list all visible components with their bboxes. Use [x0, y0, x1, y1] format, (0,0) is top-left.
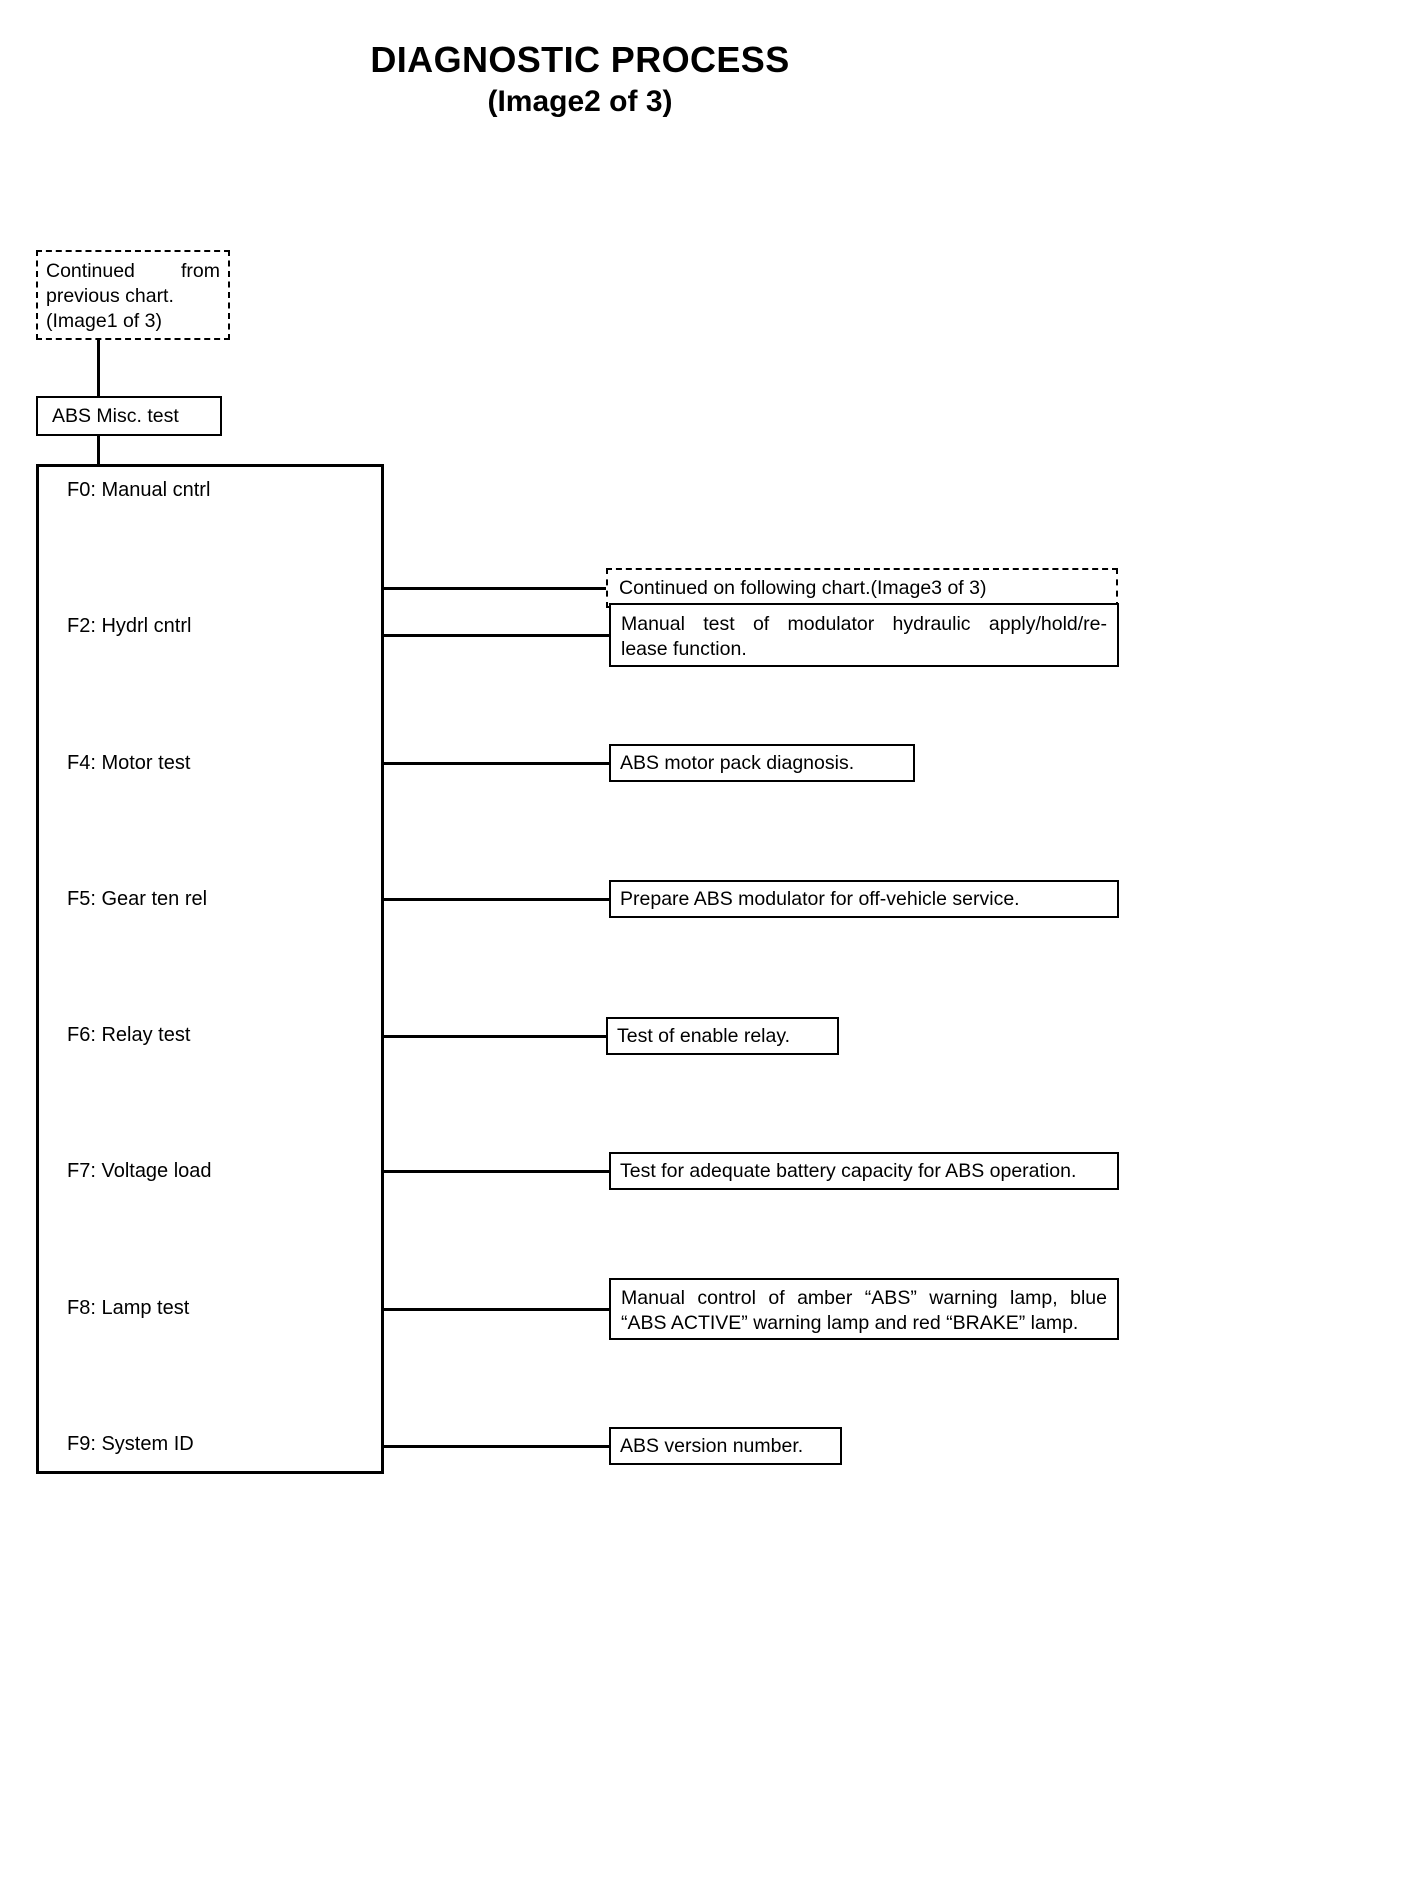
continued-from-line3: (Image1 of 3): [46, 309, 162, 332]
menu-item-f2[interactable]: F2: Hydrl cntrl: [67, 615, 192, 637]
continued-on-text: Continued on following chart.(Image3 of …: [619, 576, 987, 599]
continued-from-line2: previous chart.: [46, 284, 174, 307]
continued-on-box: Continued on following chart.(Image3 of …: [606, 568, 1118, 608]
page-title: DIAGNOSTIC PROCESS: [370, 39, 790, 80]
menu-item-f7[interactable]: F7: Voltage load: [67, 1160, 212, 1182]
f5-description-box: Prepare ABS modulator for off-vehicle se…: [609, 880, 1119, 918]
connector-from-continued-to-root: [97, 340, 100, 398]
f8-description-line1: Manual control of amber “ABS” warning la…: [621, 1287, 1107, 1309]
connector-f0: [384, 587, 608, 590]
menu-item-f0[interactable]: F0: Manual cntrl: [67, 479, 211, 501]
f8-description-line2: “ABS ACTIVE” warning lamp and red “BRAKE…: [621, 1311, 1079, 1334]
f7-description-text: Test for adequate battery capacity for A…: [620, 1159, 1077, 1182]
connector-root-to-menu: [97, 436, 100, 466]
connector-f7: [384, 1170, 611, 1173]
abs-misc-test-label: ABS Misc. test: [52, 404, 179, 427]
continued-from-text: Continued from previous chart. (Image1 o…: [38, 252, 228, 334]
f2-description-text: Manual test of modulator hydraulic apply…: [611, 605, 1117, 662]
menu-item-f4[interactable]: F4: Motor test: [67, 752, 191, 774]
f5-description-text: Prepare ABS modulator for off-vehicle se…: [620, 887, 1020, 910]
f7-description-box: Test for adequate battery capacity for A…: [609, 1152, 1119, 1190]
f9-description-text: ABS version number.: [620, 1434, 804, 1457]
f2-description-line1: Manual test of modulator hydraulic apply…: [621, 613, 1107, 635]
f4-description-box: ABS motor pack diagnosis.: [609, 744, 915, 782]
continued-from-line1: Continued from: [46, 260, 220, 282]
page-subtitle: (Image2 of 3): [487, 85, 673, 119]
f9-description-box: ABS version number.: [609, 1427, 842, 1465]
abs-misc-test-box: ABS Misc. test: [36, 396, 222, 436]
f6-description-text: Test of enable relay.: [617, 1024, 791, 1047]
menu-item-f9[interactable]: F9: System ID: [67, 1433, 194, 1455]
abs-misc-function-list: F0: Manual cntrl F2: Hydrl cntrl F4: Mot…: [36, 464, 384, 1474]
connector-f8: [384, 1308, 611, 1311]
f4-description-text: ABS motor pack diagnosis.: [620, 751, 855, 774]
connector-f9: [384, 1445, 611, 1448]
menu-item-f8[interactable]: F8: Lamp test: [67, 1297, 190, 1319]
f2-description-box: Manual test of modulator hydraulic apply…: [609, 603, 1119, 667]
connector-f4: [384, 762, 611, 765]
f8-description-box: Manual control of amber “ABS” warning la…: [609, 1278, 1119, 1340]
chart-title-block: DIAGNOSTIC PROCESS (Image2 of 3): [0, 39, 1160, 120]
f6-description-box: Test of enable relay.: [606, 1017, 839, 1055]
connector-f2: [384, 634, 611, 637]
menu-item-f6[interactable]: F6: Relay test: [67, 1024, 191, 1046]
f2-description-line2: lease function.: [621, 637, 747, 660]
continued-from-box: Continued from previous chart. (Image1 o…: [36, 250, 230, 340]
connector-f6: [384, 1035, 608, 1038]
menu-item-f5[interactable]: F5: Gear ten rel: [67, 888, 208, 910]
connector-f5: [384, 898, 611, 901]
f8-description-text: Manual control of amber “ABS” warning la…: [611, 1280, 1117, 1336]
